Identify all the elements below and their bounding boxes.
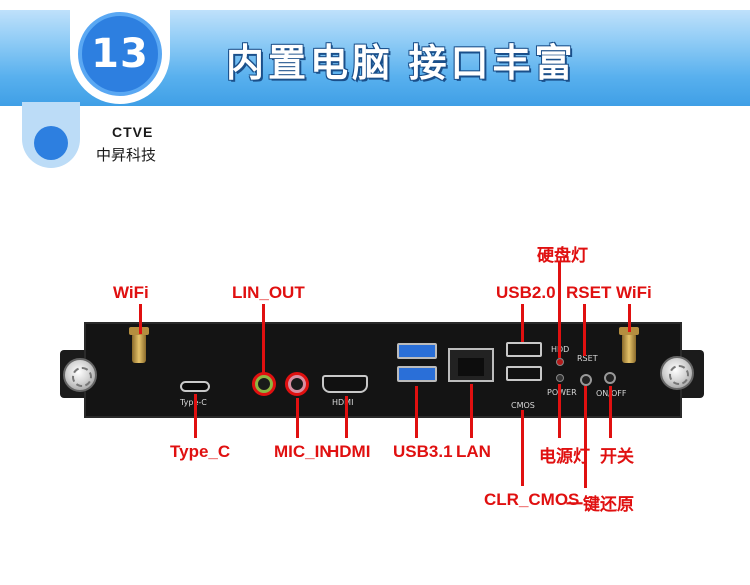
wifi-right-pointer (628, 304, 631, 332)
mic-in-highlight (285, 372, 309, 396)
banner-title: 内置电脑 接口丰富 (226, 43, 577, 85)
hdd-led (556, 358, 564, 366)
usb20-pointer (521, 304, 524, 342)
callout-lan: LAN (456, 442, 491, 461)
brand-logo-icon (34, 126, 68, 160)
clr-cmos-pointer (521, 410, 524, 486)
cmos-label: CMOS (511, 401, 535, 410)
callout-clr-cmos: CLR_CMOS (484, 490, 580, 509)
brand-name-cn: 中昇科技 (96, 147, 157, 164)
hdmi-port-label: HDMI (332, 398, 354, 407)
type-c-port-label: Type-C (180, 398, 207, 407)
callout-power-led: 电源灯 (539, 447, 590, 466)
usb31-port-bottom (397, 366, 437, 382)
thumb-screw-right-icon (660, 356, 694, 390)
usb20-port-bottom (506, 366, 542, 381)
brand-name-en: CTVE (112, 124, 154, 140)
callout-hdmi: HDMI (327, 442, 371, 461)
callout-one-key-restore: 一键还原 (566, 495, 634, 514)
callout-rset: RSET (566, 283, 612, 302)
thumb-screw-left-icon (63, 358, 97, 392)
power-button[interactable] (604, 372, 616, 384)
callout-hdd-led: 硬盘灯 (537, 246, 588, 265)
callout-wifi-right: WiFi (616, 283, 652, 302)
lan-pointer (470, 384, 473, 438)
hdmi-pointer (345, 396, 348, 438)
mic-in-pointer (296, 398, 299, 438)
one-key-restore-pointer (584, 386, 587, 488)
type-c-pointer (194, 394, 197, 438)
callout-usb20: USB2.0 (496, 283, 556, 302)
io-panel (84, 322, 682, 418)
wifi-antenna-left-icon (129, 327, 149, 363)
callout-usb31: USB3.1 (393, 442, 453, 461)
power-label: POWER (547, 388, 577, 397)
reset-button[interactable] (580, 374, 592, 386)
callout-mic-in: MIC_IN (274, 442, 332, 461)
callout-power-switch: 开关 (600, 447, 634, 466)
lin-out-pointer (262, 304, 265, 374)
callout-type-c: Type_C (170, 442, 231, 461)
line-out-highlight (252, 372, 276, 396)
wifi-antenna-right-icon (619, 327, 639, 363)
usb31-pointer (415, 386, 418, 438)
callout-lin-out: LIN_OUT (232, 283, 305, 302)
power-led-pointer (558, 384, 561, 438)
power-switch-pointer (609, 386, 612, 438)
header-banner: 13 内置电脑 接口丰富 (0, 4, 750, 106)
wifi-left-pointer (139, 304, 142, 334)
usb31-port-top (397, 343, 437, 359)
section-number: 13 (91, 31, 149, 77)
rset-pointer (583, 304, 586, 356)
hdmi-port (322, 375, 368, 393)
rset-label: RSET (577, 354, 598, 363)
power-led (556, 374, 564, 382)
section-number-badge: 13 (78, 12, 162, 96)
usb20-port-top (506, 342, 542, 357)
callout-wifi-left: WiFi (113, 283, 149, 302)
hdd-led-pointer (558, 262, 561, 358)
type-c-port (180, 381, 210, 392)
lan-port (448, 348, 494, 382)
